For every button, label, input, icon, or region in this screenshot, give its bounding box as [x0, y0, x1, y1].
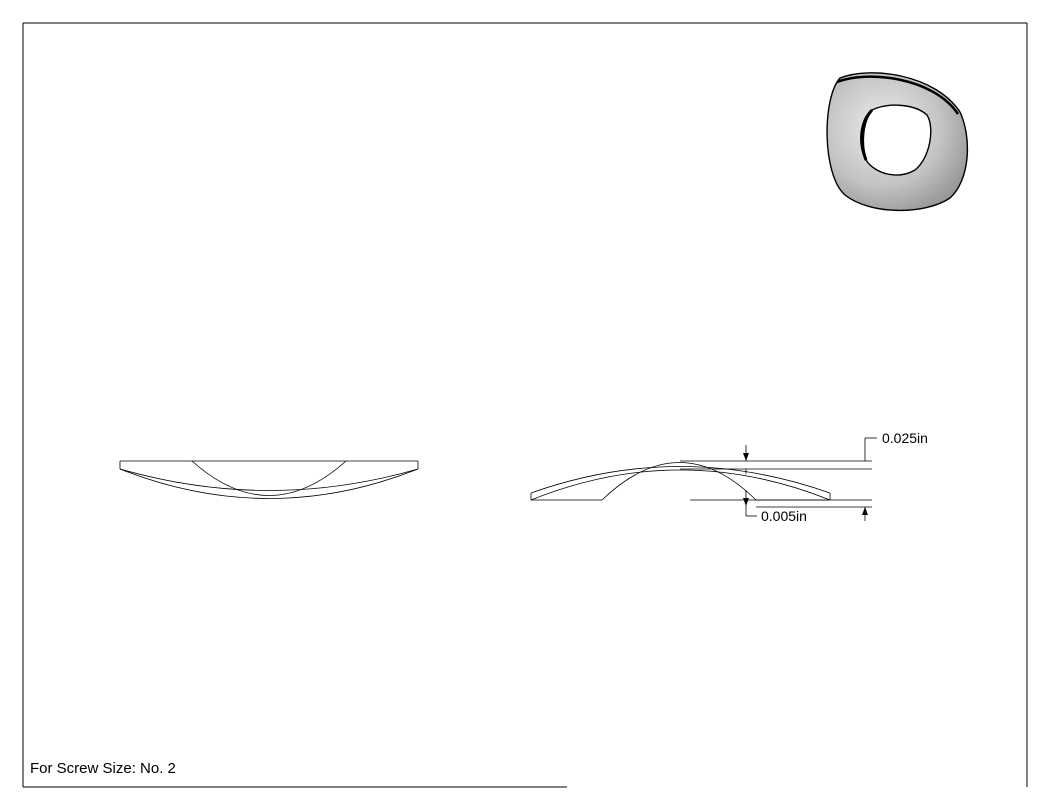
front-view: [119, 460, 419, 499]
thickness-dimension-label: 0.025in: [882, 430, 928, 446]
isometric-view: [826, 72, 969, 212]
offset-dimension-label: 0.005in: [761, 508, 807, 524]
screw-size-note: For Screw Size: No. 2: [30, 760, 176, 777]
thickness-dimension: 0.025in: [680, 430, 928, 474]
drawing-border: [22, 22, 1028, 788]
offset-dimension: 0.005in: [690, 490, 872, 524]
side-view: [530, 462, 831, 501]
